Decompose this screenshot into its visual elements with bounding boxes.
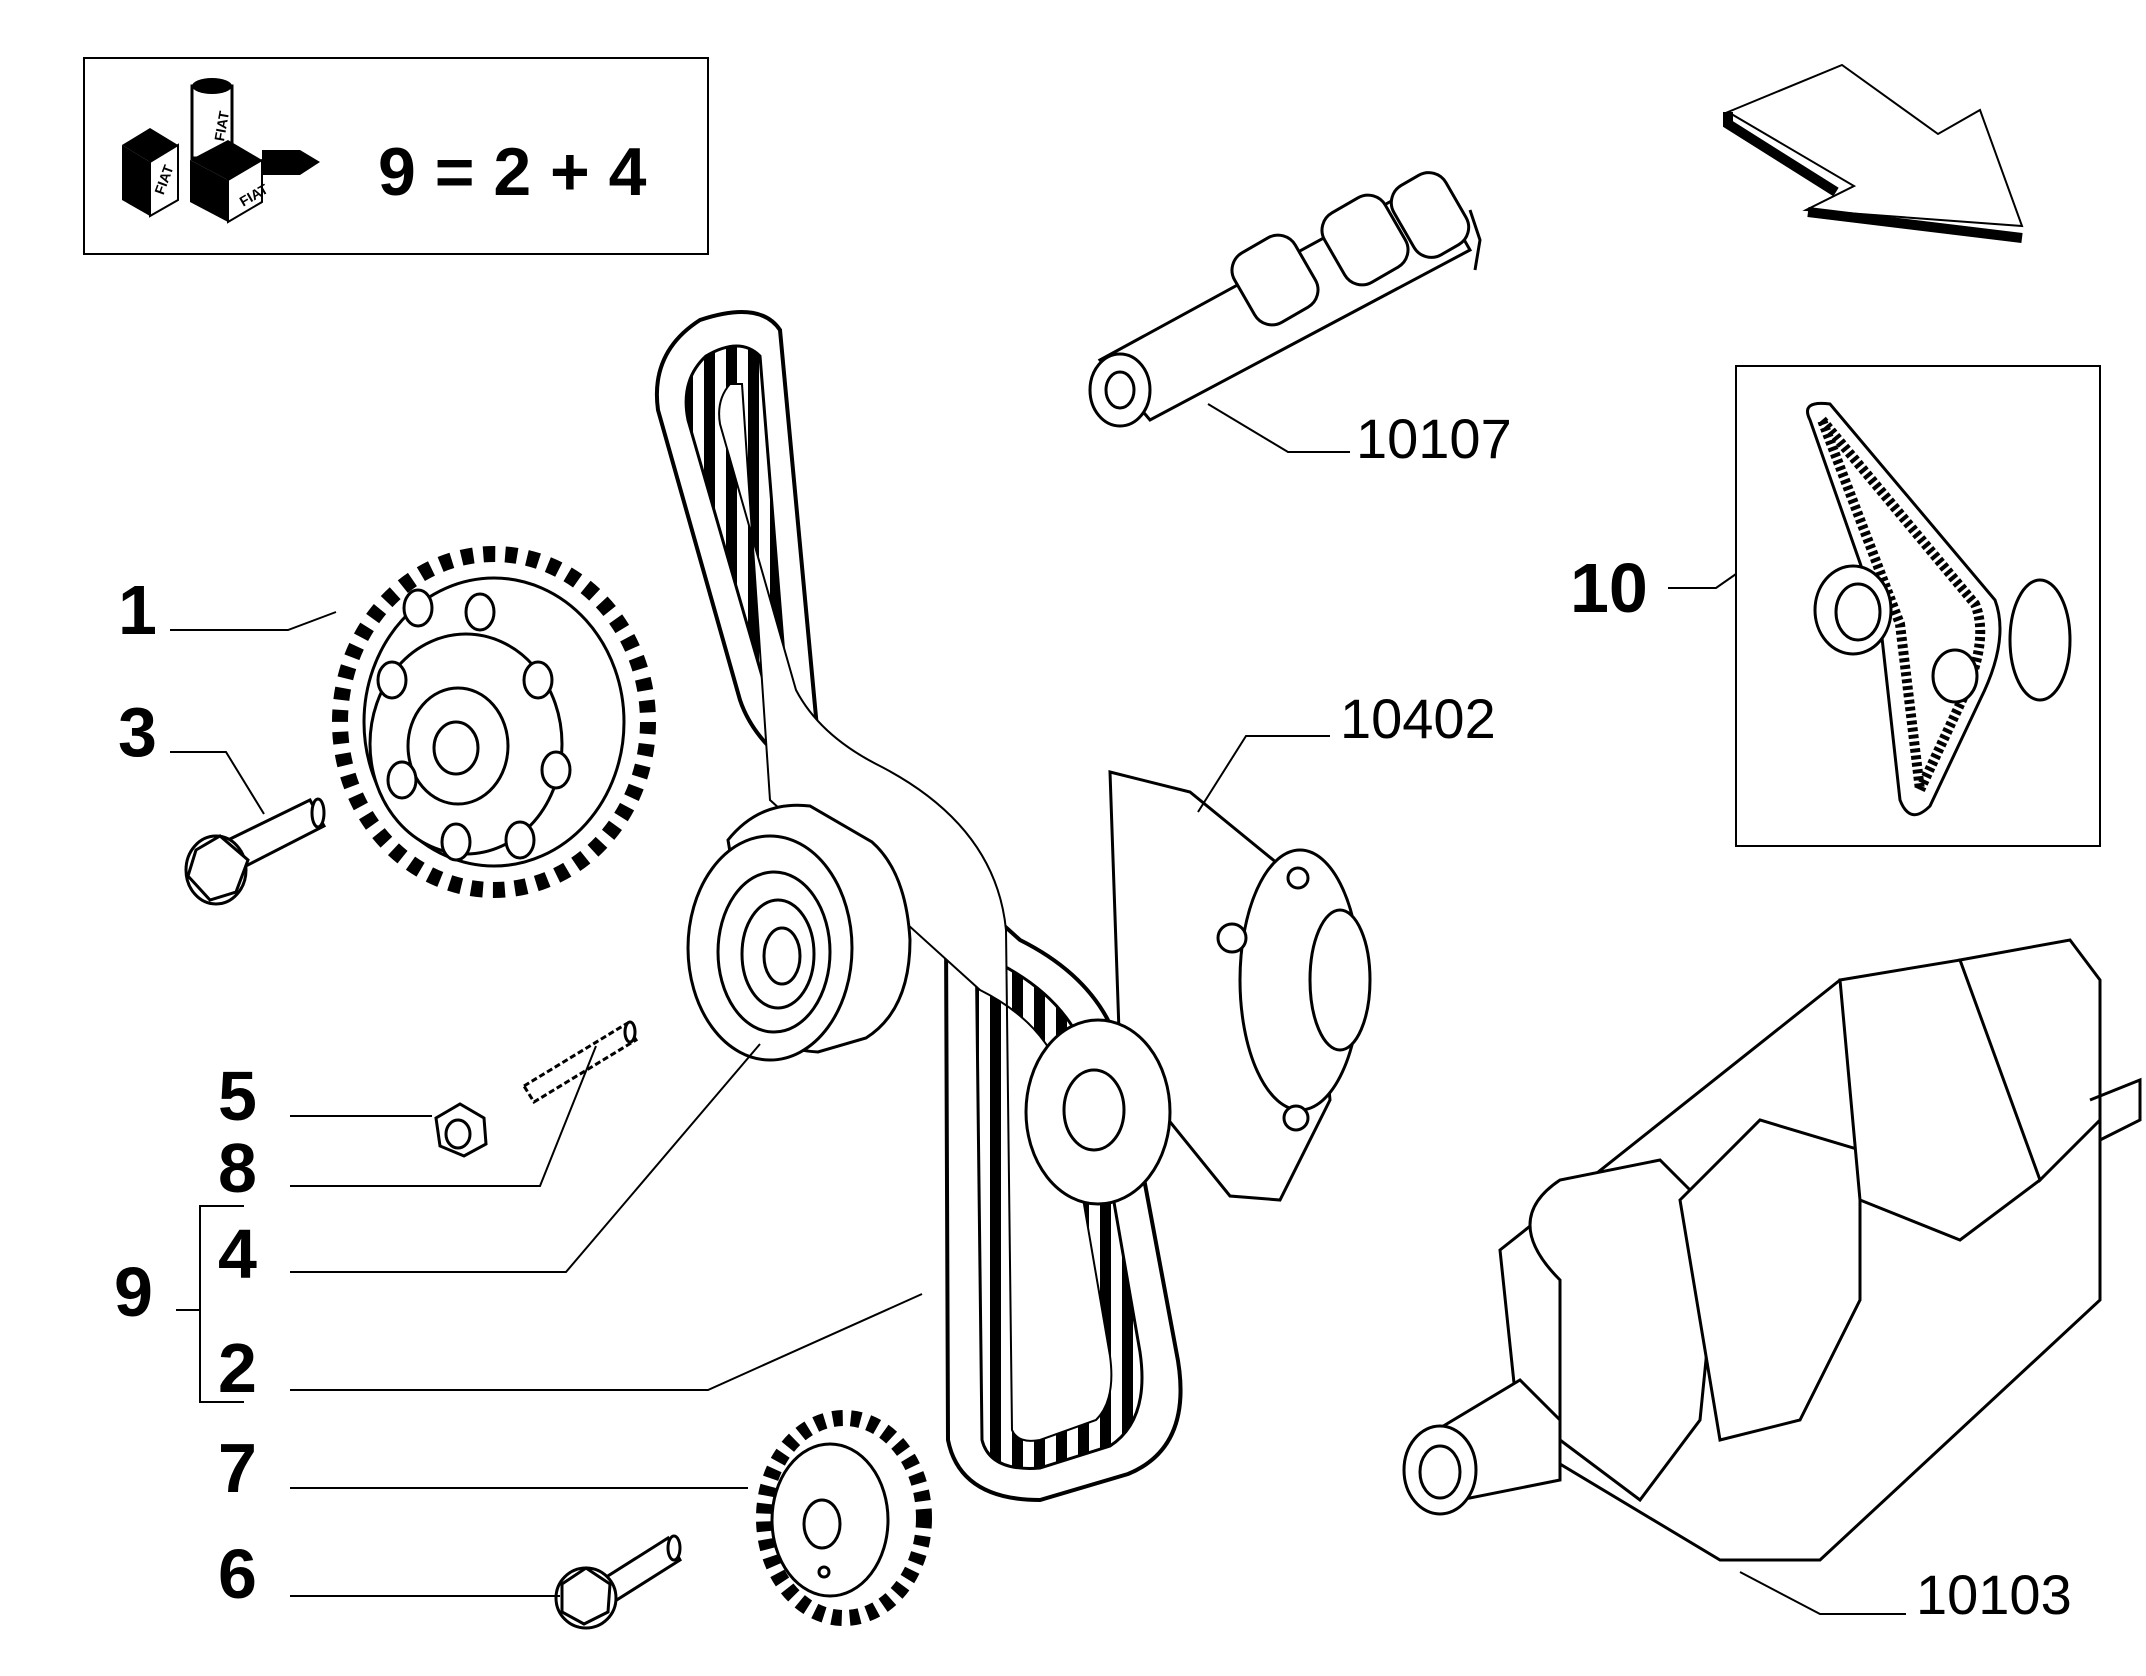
ref-10402: 10402 [1340, 687, 1496, 750]
svg-text:FIAT: FIAT [211, 109, 232, 142]
part-label-8: 8 [218, 1129, 257, 1207]
part-label-1: 1 [118, 571, 157, 649]
camshaft-gear-part [332, 546, 656, 898]
bolt-6-part [554, 1534, 682, 1630]
part-label-4: 4 [218, 1215, 257, 1293]
timing-belt-part [655, 310, 1183, 1503]
bolt-3-part [184, 797, 327, 906]
part-label-2: 2 [218, 1329, 257, 1407]
nut-5-part [434, 1102, 488, 1158]
fiat-kit-logo-icon: FIAT FIAT FIAT [122, 78, 320, 224]
part-label-10: 10 [1570, 549, 1648, 627]
crankshaft-part [1402, 938, 2142, 1562]
kit-box: FIAT FIAT FIAT 9 = 2 + 4 [83, 57, 709, 255]
stud-8-part [521, 1020, 639, 1105]
part-label-9: 9 [114, 1253, 153, 1331]
part-label-6: 6 [218, 1535, 257, 1613]
part-label-5: 5 [218, 1057, 257, 1135]
camshaft-part [1088, 171, 1482, 428]
part-label-7: 7 [218, 1429, 257, 1507]
kit-10-inset [1735, 365, 2101, 847]
direction-arrow-icon [1723, 63, 2024, 243]
kit-formula: 9 = 2 + 4 [378, 134, 647, 210]
part-label-3: 3 [118, 693, 157, 771]
crankshaft-gear-part [756, 1410, 932, 1626]
ref-10107: 10107 [1356, 407, 1512, 470]
tensioner-pulley-part [686, 803, 912, 1062]
ref-10103: 10103 [1916, 1563, 2072, 1626]
